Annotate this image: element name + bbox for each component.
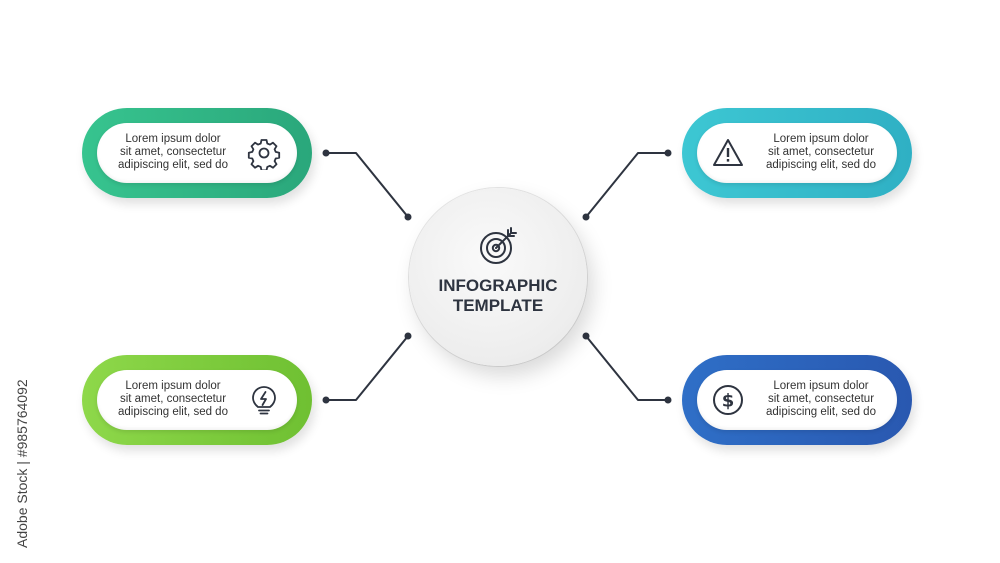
item-card: Lorem ipsum dolor sit amet, consectetur …: [97, 123, 297, 183]
item-text-line: sit amet, consectetur: [119, 393, 227, 405]
connector-top-left: [326, 152, 409, 218]
center-hub: INFOGRAPHIC TEMPLATE: [409, 188, 587, 366]
connector-bottom-left: [326, 335, 409, 401]
item-text: Lorem ipsum dolor sit amet, consectetur …: [109, 133, 237, 172]
item-text-line: Lorem ipsum dolor: [125, 380, 221, 392]
item-text-line: Lorem ipsum dolor: [125, 133, 221, 145]
item-card: Lorem ipsum dolor sit amet, consectetur …: [97, 370, 297, 430]
item-top-right: Lorem ipsum dolor sit amet, consectetur …: [682, 108, 912, 198]
item-bottom-right: $ Lorem ipsum dolor sit amet, consectetu…: [682, 355, 912, 445]
item-text-line: adipiscing elit, sed do: [766, 159, 876, 171]
item-text-line: adipiscing elit, sed do: [118, 406, 228, 418]
item-text-line: sit amet, consectetur: [767, 393, 875, 405]
item-text-line: sit amet, consectetur: [119, 146, 227, 158]
item-text-line: Lorem ipsum dolor: [773, 380, 869, 392]
item-bottom-left: Lorem ipsum dolor sit amet, consectetur …: [82, 355, 312, 445]
connector-dot: [582, 332, 590, 340]
item-top-left: Lorem ipsum dolor sit amet, consectetur …: [82, 108, 312, 198]
connector-dot: [404, 332, 412, 340]
item-card: $ Lorem ipsum dolor sit amet, consectetu…: [697, 370, 897, 430]
target-icon: [480, 227, 517, 264]
item-text-line: Lorem ipsum dolor: [773, 133, 869, 145]
item-text-line: sit amet, consectetur: [767, 146, 875, 158]
gear-icon: [247, 139, 281, 170]
dollar-icon: $: [713, 385, 743, 415]
connector-dot: [404, 213, 412, 221]
svg-text:$: $: [722, 391, 735, 412]
item-card: Lorem ipsum dolor sit amet, consectetur …: [697, 123, 897, 183]
center-subtitle: TEMPLATE: [452, 296, 544, 315]
item-text-line: adipiscing elit, sed do: [766, 406, 876, 418]
stock-credit: Adobe Stock | #985764092: [14, 379, 30, 548]
item-text: Lorem ipsum dolor sit amet, consectetur …: [109, 380, 237, 419]
item-text-line: adipiscing elit, sed do: [118, 159, 228, 171]
connector-bottom-right: [585, 335, 668, 401]
connector-top-right: [585, 152, 668, 218]
connector-dot: [322, 149, 330, 157]
item-text: Lorem ipsum dolor sit amet, consectetur …: [757, 380, 885, 419]
item-text: Lorem ipsum dolor sit amet, consectetur …: [757, 133, 885, 172]
connector-dot: [664, 149, 672, 157]
lightbulb-icon: [252, 386, 276, 415]
warning-icon: [713, 139, 743, 166]
connector-dot: [664, 396, 672, 404]
connector-dot: [582, 213, 590, 221]
connector-dot: [322, 396, 330, 404]
center-title: INFOGRAPHIC: [438, 276, 558, 295]
